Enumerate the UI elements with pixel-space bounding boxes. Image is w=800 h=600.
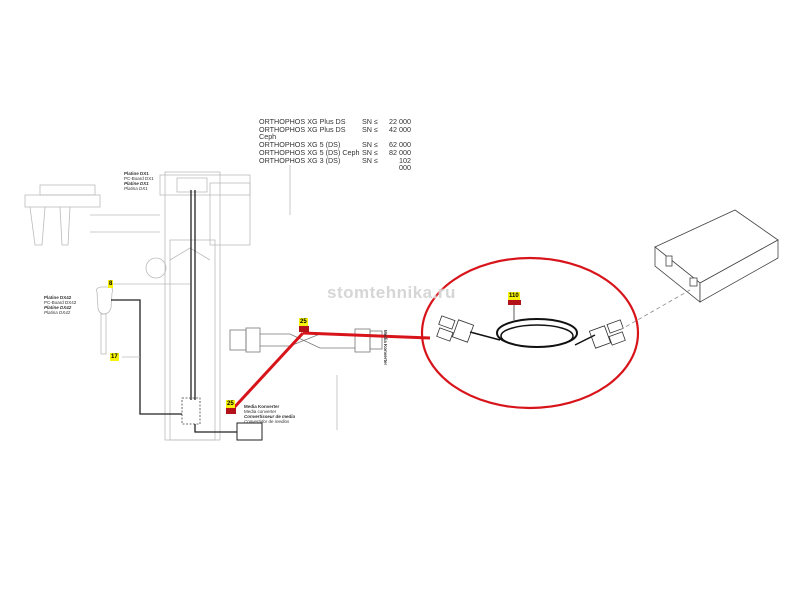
model-row: ORTHOPHOS XG 3 (DS)SN ≤102 000 xyxy=(259,155,411,173)
media-converter-label: Media Konverter Media converter Converti… xyxy=(244,404,296,424)
part-tag-25-converter: 25 xyxy=(226,400,235,408)
part-tag-25-cable-marker xyxy=(299,326,309,332)
highlight-ellipse xyxy=(420,256,640,410)
dx1-label: Platine DX1 PC-Board DX1 Platine DX1 Pla… xyxy=(124,171,154,191)
part-tag-25-marker xyxy=(226,408,236,414)
highlight-path xyxy=(228,256,640,414)
watermark: stomtehnika.ru xyxy=(327,283,456,302)
svg-text:PC-Board DX1: PC-Board DX1 xyxy=(124,176,154,181)
svg-text:Convertidor de medios: Convertidor de medios xyxy=(244,419,290,424)
part-tag-8: 8 xyxy=(108,280,114,288)
part-tag-110-marker xyxy=(508,300,521,305)
dx42-label: Platine DX42 PC-Board DX42 Platine DX42 … xyxy=(44,295,77,315)
part-tag-17: 17 xyxy=(110,353,119,361)
svg-text:Platine DX42: Platine DX42 xyxy=(44,305,72,310)
svg-text:Platina DX1: Platina DX1 xyxy=(124,186,148,191)
fiber-optic-cable xyxy=(436,303,626,349)
svg-text:Platine DX1: Platine DX1 xyxy=(124,171,149,176)
orthophos-unit xyxy=(24,171,251,441)
pc-box xyxy=(654,209,779,303)
svg-text:Media Konverter: Media Konverter xyxy=(244,404,280,409)
svg-text:Platine DX1: Platine DX1 xyxy=(124,181,149,186)
remote-handset xyxy=(96,286,114,355)
part-tag-25-cable: 25 xyxy=(299,318,308,326)
model-row: ORTHOPHOS XG 5 (DS)SN ≤62 000 xyxy=(259,140,411,150)
svg-text:Platina DX42: Platina DX42 xyxy=(44,310,71,315)
svg-text:Convertisseur de media: Convertisseur de media xyxy=(244,414,296,419)
media-converter-vertical-label: Media Konverter xyxy=(383,330,388,366)
part-tag-110: 110 xyxy=(508,292,520,300)
svg-text:PC-Board DX42: PC-Board DX42 xyxy=(44,300,77,305)
svg-text:Media converter: Media converter xyxy=(244,409,277,414)
svg-text:Platine DX42: Platine DX42 xyxy=(44,295,72,300)
